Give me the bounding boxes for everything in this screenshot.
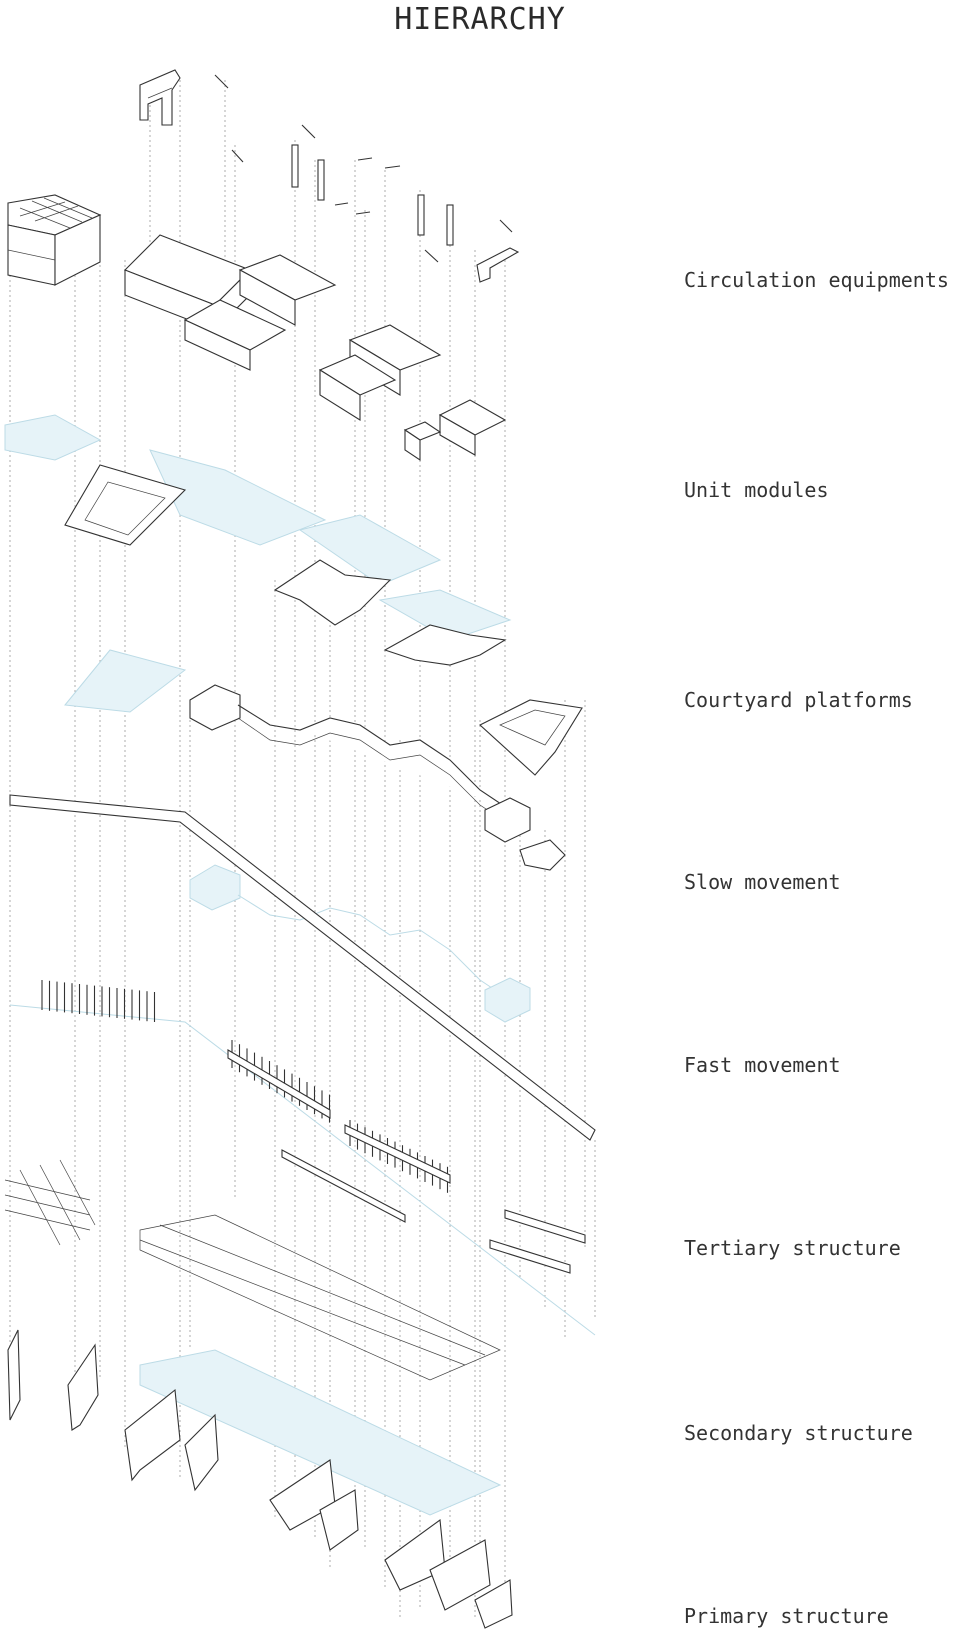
courtyard-platforms-drawing <box>64 464 583 776</box>
unit-modules-drawing <box>4 194 512 641</box>
layer-label-slow-movement: Slow movement <box>684 870 841 894</box>
fast-movement-drawing <box>9 794 596 1336</box>
layer-label-secondary-structure: Secondary structure <box>684 1421 913 1445</box>
tertiary-grid <box>4 1159 96 1246</box>
fin-row <box>41 980 449 1193</box>
circulation-equipments-drawing <box>139 69 520 283</box>
layer-label-courtyard-platforms: Courtyard platforms <box>684 688 913 712</box>
primary-structure-drawing <box>7 1329 513 1629</box>
slow-movement-drawing <box>189 684 566 1023</box>
layer-label-fast-movement: Fast movement <box>684 1053 841 1077</box>
layer-label-circulation-equipments: Circulation equipments <box>684 268 949 292</box>
projection-lines <box>9 80 596 1620</box>
layer-label-unit-modules: Unit modules <box>684 478 829 502</box>
layer-label-primary-structure: Primary structure <box>684 1604 889 1628</box>
diagram-title: HIERARCHY <box>394 2 566 37</box>
layer-label-tertiary-structure: Tertiary structure <box>684 1236 901 1260</box>
tertiary-structure-drawing <box>4 980 586 1274</box>
secondary-structure-drawing <box>139 1214 502 1516</box>
